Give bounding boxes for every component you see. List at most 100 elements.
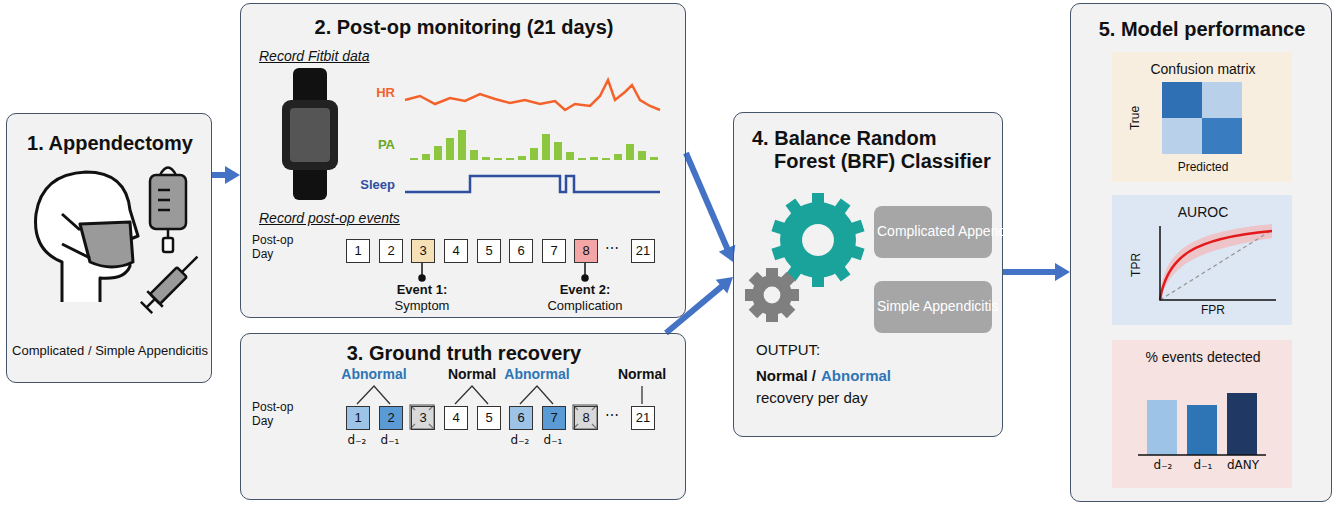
metric-box: AUROCTPRFPR [1113,196,1293,326]
activity-bars [482,157,490,160]
roc-plot [1160,224,1272,300]
annotation-label: Abnormal [497,366,577,382]
box-label: 4 [445,411,467,426]
activity-bars [590,157,598,160]
recovery-brackets [357,386,390,404]
activity-bars [410,158,418,160]
activity-bars [602,158,610,160]
box-label: 1 [347,244,369,259]
fitbit-watch [290,108,330,162]
metric-box: Confusion matrixTruePredicted [1113,53,1293,183]
patient-head [80,222,133,267]
activity-bars [446,138,454,160]
box-label: 4 [445,244,467,259]
box-label: 21 [632,244,654,259]
day-box: 6 [509,406,533,430]
confusion-matrix [1202,118,1242,154]
box-label: 7 [543,411,565,426]
sleep-trace [405,176,660,192]
panel-fill [6,3,1332,502]
box-label: 3 [412,244,434,259]
arrow-head [716,277,733,294]
annotation-label: Complication [530,299,640,314]
activity-bars [578,158,586,160]
flow-arrow [212,166,240,184]
activity-bars [422,154,430,160]
events-bar-chart [1187,405,1217,455]
day-box: 5 [477,406,501,430]
annotation-label: Post-op Day [252,401,310,429]
text: Abnormal [821,367,891,384]
event-markers [419,275,425,281]
panel-fill [733,112,1003,437]
annotation-label: Post-op Day [252,234,310,262]
metric-box: % events detectedd₋₂d₋₁dANY [1113,341,1293,489]
box-label: Simple Appendicitis [874,298,992,314]
heading: 1. Appendectomy [7,132,213,155]
day-box: 1 [346,406,370,430]
box-label: 5 [478,244,500,259]
gear-icon [752,275,792,315]
text: Complicated / Simple Appendicitis [12,344,208,359]
roc-plot [1160,231,1272,300]
activity-bars [626,144,634,160]
gear-icon [780,202,856,278]
panel-fill [1070,3,1332,502]
day-box: 21 [631,406,655,430]
annotation-label: Abnormal [334,366,414,382]
box-label: 1 [347,411,369,426]
recovery-brackets [455,386,488,404]
heading: 3. Ground truth recovery [241,342,687,365]
annotation-label: Event 2: [545,283,625,298]
day-box: 8 [574,406,598,430]
heading: 4. Balance Random Forest (BRF) Classifie… [752,127,992,173]
gear-icon [745,193,865,322]
flow-line [686,153,728,250]
text: OUTPUT: [756,341,956,358]
annotation-label: PA [355,138,395,153]
flow-arrow [666,277,733,333]
heading: % events detected [1113,349,1293,365]
class-box: Complicated Appendicitis [874,206,992,258]
stage-panel: 1. AppendectomyComplicated / Simple Appe… [6,113,212,383]
activity-bars [650,157,658,160]
text: True [1129,93,1143,143]
excluded-day [410,405,597,429]
fitbit-watch [282,68,338,200]
recovery-brackets [357,386,642,404]
roc-plot [1160,224,1276,300]
box-label: Complicated Appendicitis [874,223,992,239]
box-label: 21 [632,411,654,426]
annotation-label: d₋₁ [538,434,568,448]
day-box: 1 [346,239,370,263]
events-bar-chart [1227,393,1257,455]
activity-bars [566,152,574,160]
box-label: 6 [510,411,532,426]
day-box: 2 [379,239,403,263]
iv-bag [158,190,170,210]
confusion-matrix [1162,82,1202,118]
event-markers [422,263,585,275]
day-box: 7 [542,239,566,263]
heading: 2. Post-op monitoring (21 days) [241,16,687,39]
box-label: 8 [575,411,597,426]
patient-head [36,172,138,302]
box-label: 7 [543,244,565,259]
day-box: 8 [574,239,598,263]
text: TPR [1130,245,1144,285]
arrow-head [225,166,240,184]
iv-bag [150,175,186,229]
heading: Confusion matrix [1113,61,1293,77]
flow-arrow [1003,263,1070,281]
recovery-brackets [520,386,553,404]
text: d₋₂ [1143,459,1183,473]
activity-bars [614,154,622,160]
gear-icon [802,224,834,256]
roc-plot [1160,230,1272,300]
recovery-brackets [641,386,642,404]
stage-panel: 4. Balance Random Forest (BRF) Classifie… [733,112,1003,437]
text: Normal / [756,367,816,384]
annotation-label: Symptom [382,299,462,314]
